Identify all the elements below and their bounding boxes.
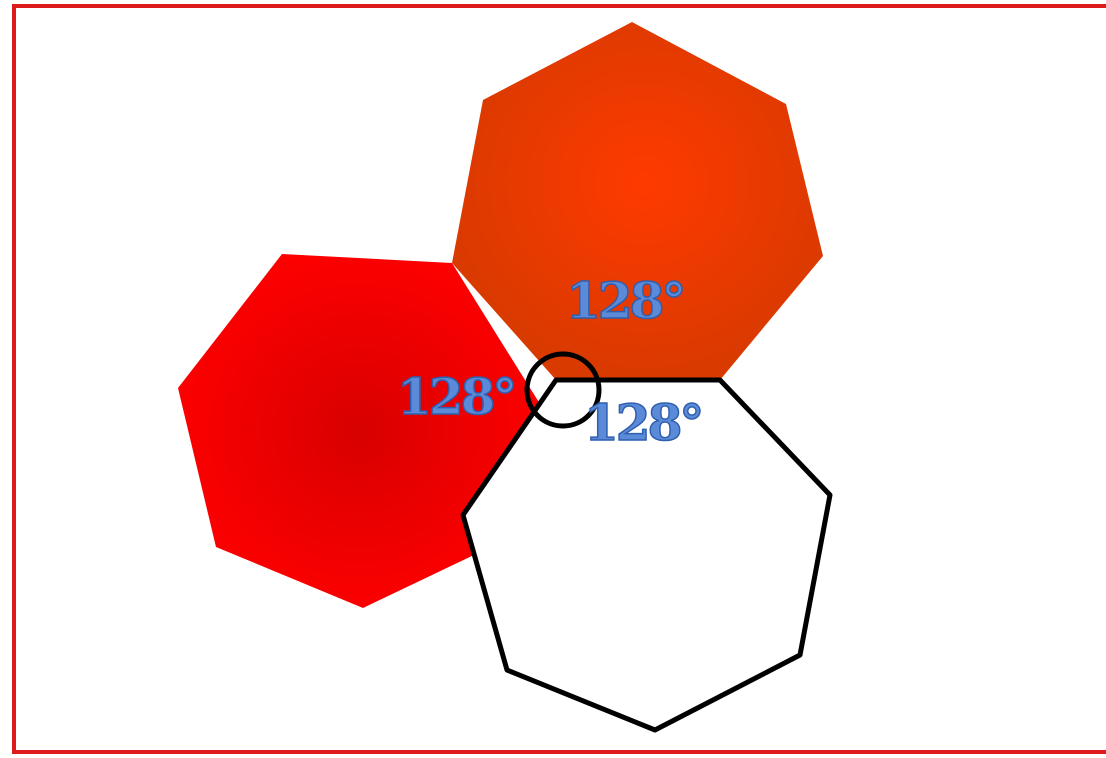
vertex-circle [524,351,602,429]
orange-heptagon-angle-label: 128° [566,271,683,330]
red-heptagon [178,254,540,608]
white-heptagon-angle-label: 128° [584,393,701,452]
red-border-frame [12,4,1106,754]
orange-heptagon [452,22,823,380]
red-heptagon-angle-label: 128° [397,367,514,426]
white-heptagon [460,377,833,733]
